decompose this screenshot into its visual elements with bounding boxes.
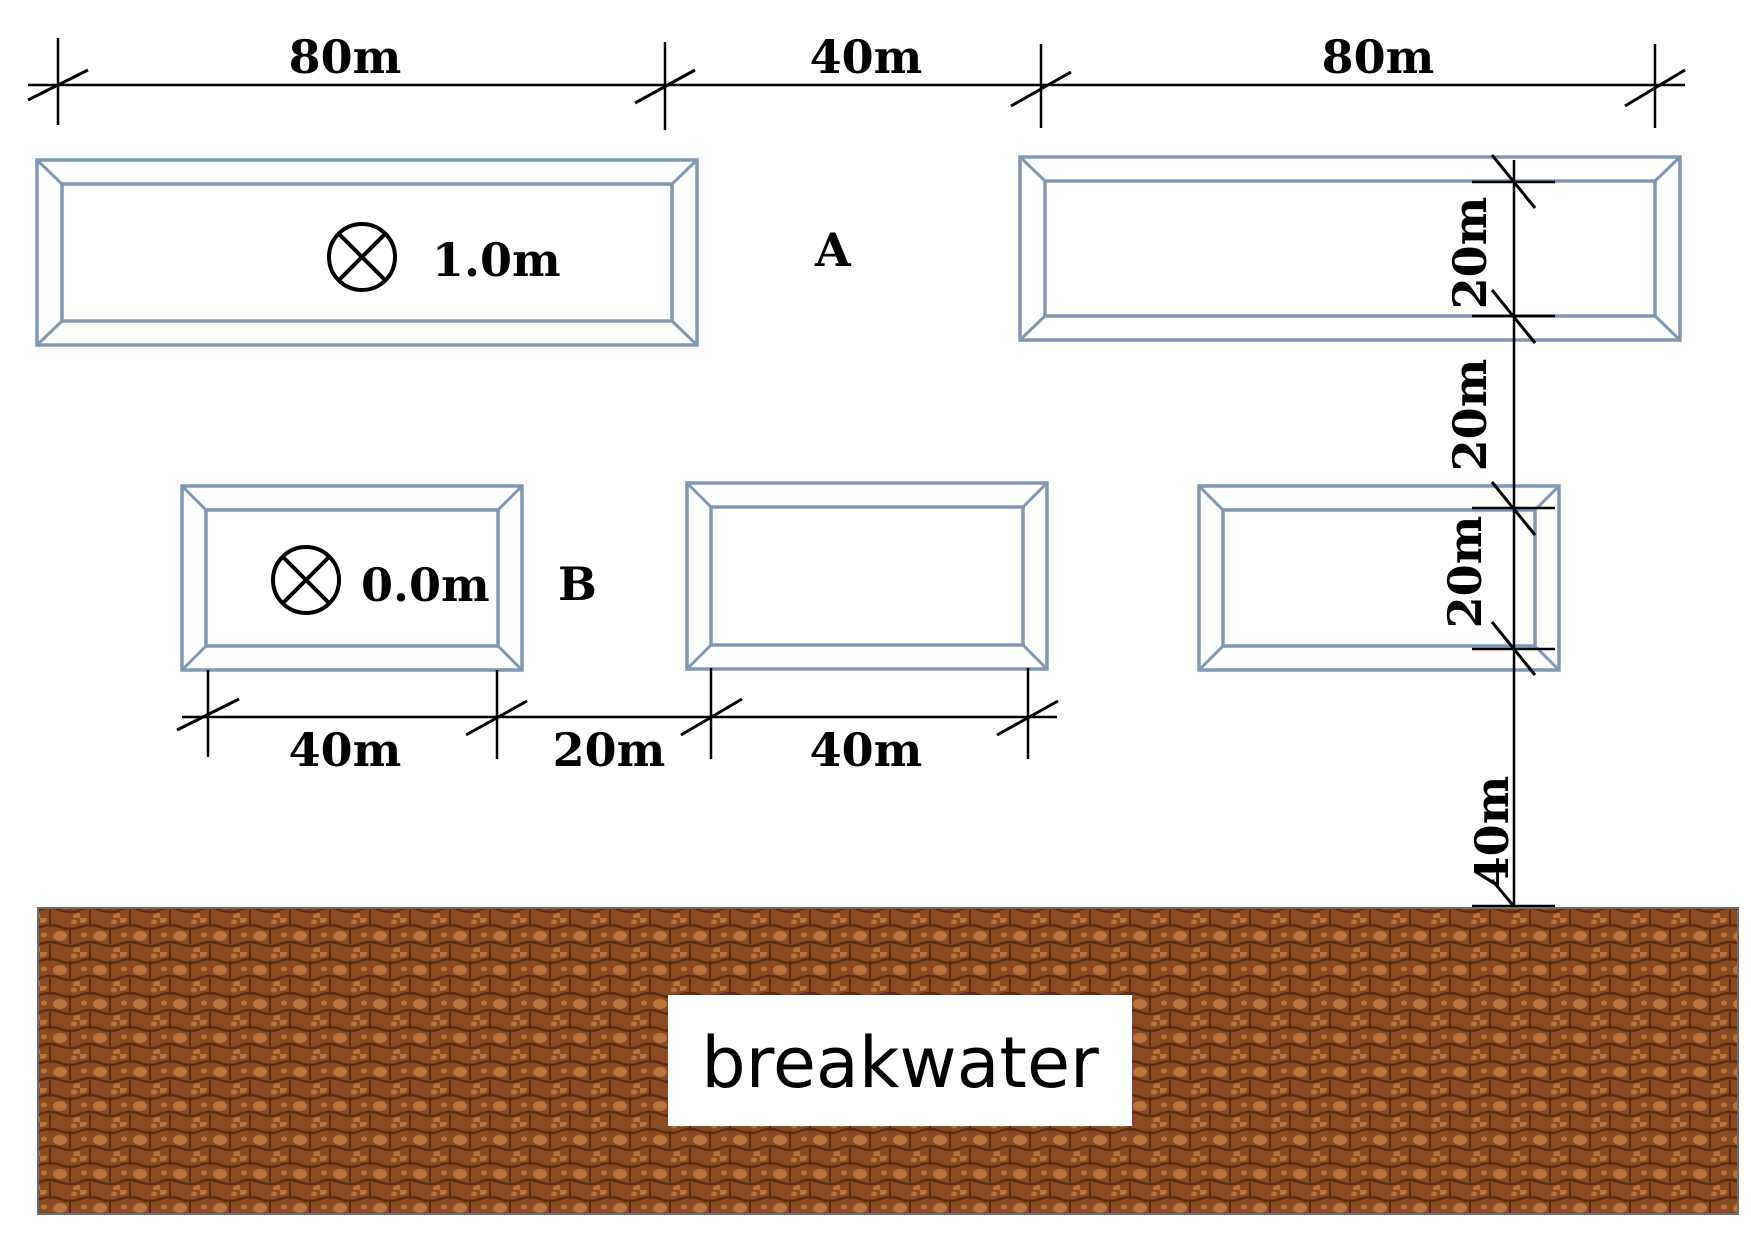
dimension-label-right-4: 40m bbox=[1465, 776, 1519, 889]
pontoon-top-right bbox=[1018, 155, 1682, 342]
dimension-label-right-3: 20m bbox=[1438, 516, 1492, 629]
pontoon-top-left bbox=[35, 158, 699, 347]
point-label-b: B bbox=[558, 557, 597, 611]
observation-point-depth-1m: 1.0m bbox=[327, 222, 561, 292]
dimension-label-top-middle: 40m bbox=[810, 30, 923, 84]
depth-label-1m: 1.0m bbox=[432, 233, 561, 287]
dimension-label-bottom-right: 40m bbox=[810, 723, 923, 777]
dimension-label-top-right: 80m bbox=[1322, 30, 1435, 84]
observation-point-depth-0m: 0.0m bbox=[271, 545, 490, 615]
dimension-label-right-1: 20m bbox=[1443, 197, 1497, 310]
dimension-label-right-2: 20m bbox=[1443, 359, 1497, 472]
top-dimension-line: 80m 40m 80m bbox=[27, 30, 1686, 130]
depth-label-0m: 0.0m bbox=[361, 558, 490, 612]
dimension-label-bottom-middle: 20m bbox=[553, 723, 666, 777]
breakwater-label-box bbox=[668, 995, 1132, 1126]
point-label-a: A bbox=[814, 223, 852, 277]
dimension-label-top-left: 80m bbox=[289, 30, 402, 84]
circled-x-icon bbox=[271, 545, 341, 615]
breakwater: breakwater bbox=[37, 907, 1739, 1215]
pontoon-bottom-right bbox=[1197, 484, 1561, 672]
breakwater-label: breakwater bbox=[701, 1022, 1099, 1104]
pontoon-bottom-left bbox=[180, 484, 524, 672]
circled-x-icon bbox=[327, 222, 397, 292]
pontoon-bottom-middle bbox=[685, 481, 1049, 671]
dimension-label-bottom-left: 40m bbox=[289, 723, 402, 777]
bottom-dimension-line: 40m 20m 40m bbox=[176, 668, 1059, 777]
